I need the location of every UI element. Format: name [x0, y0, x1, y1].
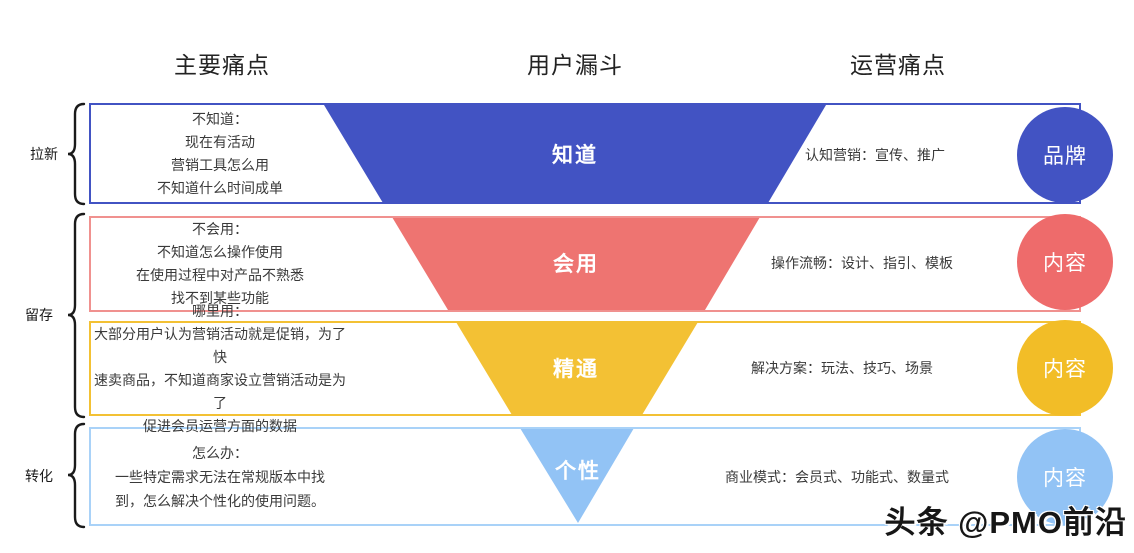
pain-line: 怎么办： — [192, 444, 248, 461]
funnel-segment-can-use — [392, 217, 760, 310]
stage-label-retention: 留存 — [25, 307, 53, 323]
funnel-label-can-use: 会用 — [553, 253, 599, 276]
circle-label: 内容 — [1043, 358, 1087, 381]
circle-badge-content-2: 内容 — [1017, 320, 1113, 416]
column-header-user-funnel: 用户漏斗 — [527, 52, 623, 78]
pain-line: 不知道： — [192, 110, 248, 127]
stage-bracket-acquisition — [67, 102, 86, 206]
watermark: 头条 @PMO前沿 — [884, 505, 1127, 540]
pain-line: 一些特定需求无法在常规版本中找 — [115, 468, 325, 485]
pain-text-row2: 不会用： 不知道怎么操作使用 在使用过程中对产品不熟悉 找不到某些功能 — [92, 218, 348, 310]
funnel-label-master: 精通 — [553, 358, 599, 381]
stage-bracket-retention — [67, 212, 86, 419]
pain-line: 在使用过程中对产品不熟悉 — [136, 267, 304, 283]
ops-text-row3: 解决方案：玩法、技巧、场景 — [751, 360, 933, 376]
stage-label-conversion: 转化 — [25, 468, 53, 484]
pain-line: 找不到某些功能 — [171, 290, 269, 306]
pain-line: 哪里用： — [192, 302, 248, 319]
pain-line: 营销工具怎么用 — [171, 156, 269, 173]
ops-text-row2: 操作流畅：设计、指引、模板 — [771, 255, 953, 271]
funnel-label-know: 知道 — [552, 144, 598, 167]
funnel-segment-master — [456, 322, 698, 415]
pain-text-row3: 哪里用： 大部分用户认为营销活动就是促销，为了快 速卖商品，不知道商家设立营销活… — [92, 303, 348, 434]
pain-line: 到，怎么解决个性化的使用问题。 — [115, 492, 325, 509]
pain-text-row4: 怎么办： 一些特定需求无法在常规版本中找 到，怎么解决个性化的使用问题。 — [92, 429, 348, 524]
stage-bracket-conversion — [67, 422, 86, 529]
funnel-segment-personal — [520, 428, 634, 523]
pain-line: 大部分用户认为营销活动就是促销，为了快 — [94, 325, 346, 365]
column-header-main-pain: 主要痛点 — [174, 52, 270, 78]
ops-text-row1: 认知营销：宣传、推广 — [805, 147, 945, 163]
circle-badge-content-3: 内容 — [1017, 429, 1113, 525]
circle-badge-content-1: 内容 — [1017, 214, 1113, 310]
circle-label: 内容 — [1043, 252, 1087, 275]
stage-label-acquisition: 拉新 — [30, 146, 58, 162]
pain-line: 不知道什么时间成单 — [157, 179, 283, 196]
circle-badge-brand: 品牌 — [1017, 107, 1113, 203]
pain-line: 不会用： — [192, 221, 248, 237]
circle-label: 品牌 — [1043, 145, 1087, 168]
column-header-ops-pain: 运营痛点 — [850, 52, 946, 78]
pain-line: 促进会员运营方面的数据 — [143, 417, 297, 434]
pain-line: 不知道怎么操作使用 — [157, 244, 283, 260]
pain-line: 现在有活动 — [185, 133, 255, 150]
funnel-segment-know — [324, 105, 826, 203]
circle-label: 内容 — [1043, 467, 1087, 490]
funnel-label-personal: 个性 — [555, 460, 601, 483]
pain-line: 速卖商品，不知道商家设立营销活动是为了 — [94, 371, 346, 411]
ops-text-row4: 商业模式：会员式、功能式、数量式 — [725, 469, 949, 485]
pain-text-row1: 不知道： 现在有活动 营销工具怎么用 不知道什么时间成单 — [92, 105, 348, 202]
